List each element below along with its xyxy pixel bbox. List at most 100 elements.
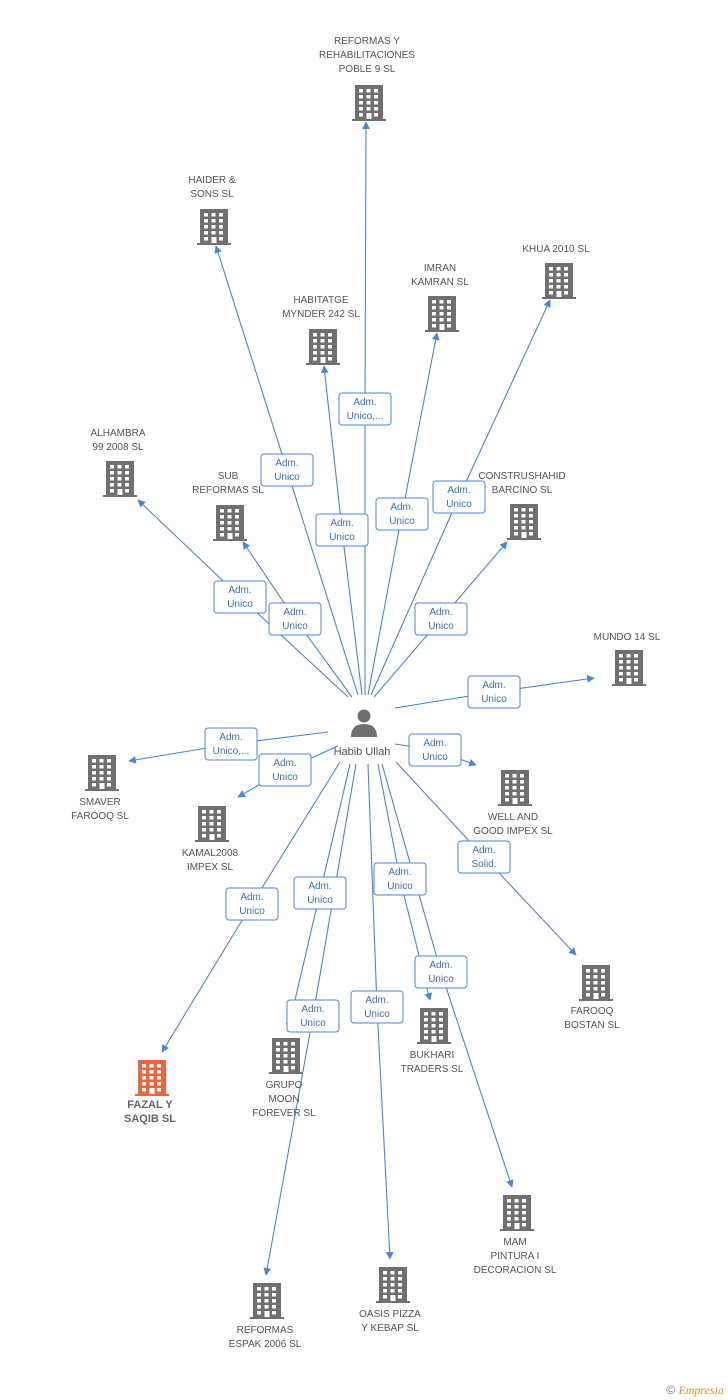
edge-role-text: Adm. <box>301 1004 324 1015</box>
company-node-mundo[interactable]: MUNDO 14 SL <box>594 632 661 686</box>
edge-role-text: Adm. <box>423 738 446 749</box>
edge-role-box-smaver[interactable]: Adm. Unico,... <box>204 727 258 761</box>
building-icon <box>500 1195 534 1231</box>
edge-role-text: Unico <box>272 772 298 783</box>
edge-role-box-mundo[interactable]: Adm.Unico <box>467 675 521 709</box>
brand-logo: Empresia <box>678 1383 724 1397</box>
edge-role-text: Adm. <box>308 881 331 892</box>
company-name: MYNDER 242 SL <box>282 309 360 320</box>
edge-role-text: Adm. <box>219 732 242 743</box>
company-name: GOOD IMPEX SL <box>473 826 553 837</box>
edge-role-text: Adm. <box>353 397 376 408</box>
edge-role-text: Unico <box>227 599 253 610</box>
nodes-layer: REFORMAS Y REHABILITACIONES POBLE 9 SL HAID… <box>71 36 661 1350</box>
edge-role-text: Unico <box>300 1018 326 1029</box>
edge-role-text: Adm. <box>228 585 251 596</box>
edge-role-box-reformas-rehab[interactable]: Adm. Unico,... <box>338 392 392 426</box>
company-node-haider[interactable]: HAIDER &SONS SL <box>188 175 236 245</box>
company-name: PINTURA I <box>491 1251 540 1262</box>
building-icon <box>195 806 229 842</box>
company-node-wellgood[interactable]: WELL AND GOOD IMPEX SL <box>473 770 553 837</box>
building-icon <box>306 329 340 365</box>
edge-role-box-khua[interactable]: Adm.Unico <box>432 480 486 514</box>
company-node-khua[interactable]: KHUA 2010 SL <box>522 244 590 299</box>
company-name: KAMRAN SL <box>411 277 469 288</box>
center-person-name: Habib Ullah <box>334 746 391 758</box>
edge-role-box-reformas-espak[interactable]: Adm. Unico <box>286 999 340 1033</box>
company-name: 99 2008 SL <box>92 442 144 453</box>
company-name: SONS SL <box>190 189 234 200</box>
edge-role-box-fazal[interactable]: Adm.Unico <box>225 887 279 921</box>
company-name: BOSTAN SL <box>564 1020 620 1031</box>
edge-role-box-kamal[interactable]: Adm.Unico <box>258 753 312 787</box>
edge-role-box-haider[interactable]: Adm.Unico <box>260 453 314 487</box>
company-name: WELL AND <box>488 812 538 823</box>
company-node-reformas-rehab[interactable]: REFORMAS Y REHABILITACIONES POBLE 9 SL <box>319 36 415 121</box>
edge-role-box-oasis[interactable]: Adm.Unico <box>350 990 404 1024</box>
edge-role-text: Adm. <box>330 518 353 529</box>
center-node[interactable]: Habib Ullah <box>334 709 391 759</box>
company-name: SAQIB SL <box>124 1113 176 1125</box>
building-icon <box>135 1060 169 1096</box>
building-icon <box>213 505 247 541</box>
company-name: BUKHARI <box>410 1050 454 1061</box>
edge-labels-layer: Adm.Unico,...Adm.UnicoAdm.UnicoAdm.Unico… <box>204 392 521 1033</box>
edges-layer <box>128 121 595 1276</box>
edge-role-box-alhambra[interactable]: Adm. Unico <box>213 580 267 614</box>
company-name: REFORMAS Y <box>334 36 400 47</box>
company-node-oasis[interactable]: OASIS PIZZA Y KEBAP SL <box>359 1267 421 1334</box>
edge-role-box-farooq[interactable]: Adm.Solid. <box>457 840 511 874</box>
edge-role-text: Unico <box>446 499 472 510</box>
edge-role-text: Unico,... <box>347 411 384 422</box>
edge-role-box-construshahid[interactable]: Adm.Unico <box>414 602 468 636</box>
building-icon <box>612 650 646 686</box>
company-name: REHABILITACIONES <box>319 50 415 61</box>
building-icon <box>542 263 576 299</box>
building-icon <box>579 965 613 1001</box>
building-icon <box>417 1008 451 1044</box>
edge-role-box-bukhari[interactable]: Adm.Unico <box>373 862 427 896</box>
building-icon <box>425 296 459 332</box>
company-name: REFORMAS <box>237 1325 294 1336</box>
edge-role-text: Adm. <box>390 502 413 513</box>
edge-role-box-sub[interactable]: Adm.Unico <box>268 602 322 636</box>
edge-role-box-grupo[interactable]: Adm.Unico <box>293 876 347 910</box>
building-icon <box>197 209 231 245</box>
company-name: KAMAL2008 <box>182 848 239 859</box>
edge-role-text: Unico <box>389 516 415 527</box>
company-node-fazal[interactable]: FAZAL Y SAQIB SL <box>124 1060 176 1125</box>
edge-role-text: Unico,... <box>213 746 250 757</box>
edge-role-text: Solid. <box>471 859 496 870</box>
building-icon <box>352 85 386 121</box>
company-name: POBLE 9 SL <box>339 64 396 75</box>
edge-role-box-imran[interactable]: Adm. Unico <box>375 497 429 531</box>
edge-role-text: Unico <box>282 621 308 632</box>
edge-role-text: Unico <box>387 881 413 892</box>
building-icon <box>103 461 137 497</box>
company-name: Y KEBAP SL <box>361 1323 419 1334</box>
edge-role-box-habitatge[interactable]: Adm.Unico <box>315 513 369 547</box>
building-icon <box>498 770 532 806</box>
company-name: GRUPO <box>266 1080 303 1091</box>
company-name: FAZAL Y <box>127 1099 173 1111</box>
company-name: FOREVER SL <box>252 1108 316 1119</box>
company-name: OASIS PIZZA <box>359 1309 421 1320</box>
edge-role-text: Unico <box>422 752 448 763</box>
company-name: KHUA 2010 SL <box>522 244 590 255</box>
edge-role-box-wellgood[interactable]: Adm. Unico <box>408 733 462 767</box>
company-name: MAM <box>503 1237 526 1248</box>
edge-role-box-mam[interactable]: Adm.Unico <box>414 955 468 989</box>
